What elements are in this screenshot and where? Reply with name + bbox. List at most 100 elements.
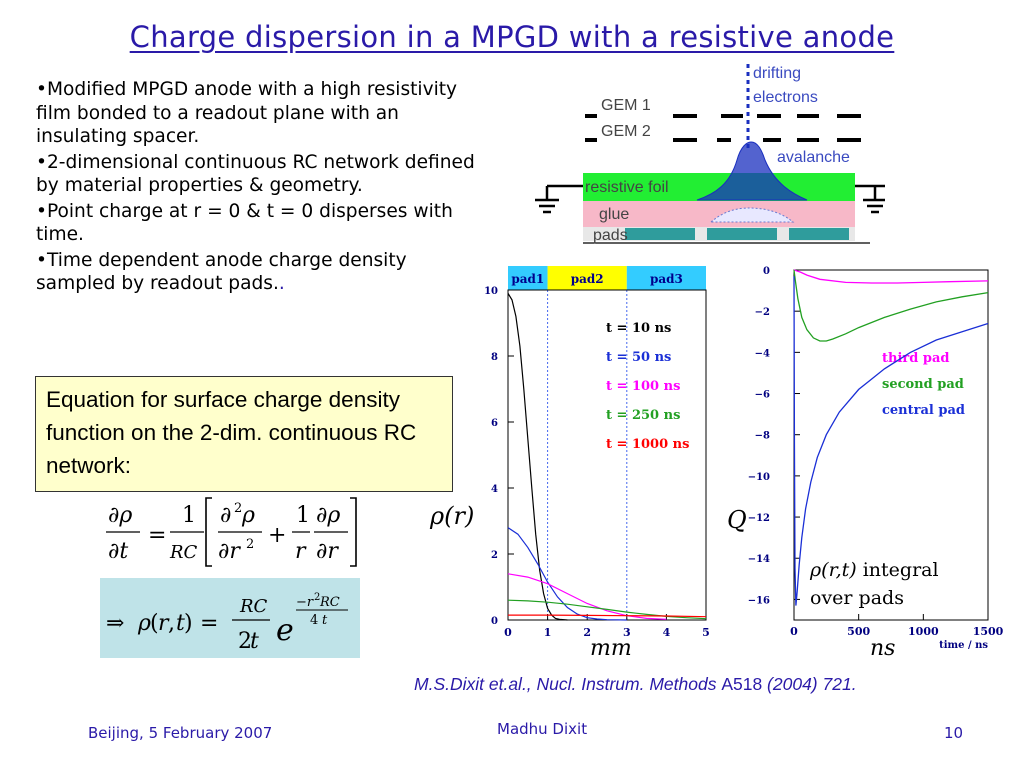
bullet-item: •Time dependent anode charge density sam… [36, 249, 476, 296]
x-tick-label: 1000 [908, 625, 939, 638]
pad [707, 228, 777, 240]
svg-text:∂ρ: ∂ρ [316, 503, 340, 528]
x-tick-label: 0 [790, 625, 798, 638]
x-tick-label: 0 [504, 626, 512, 639]
avalanche-shape [696, 141, 808, 201]
slide-title: Charge dispersion in a MPGD with a resis… [129, 20, 895, 54]
right-x-unit-label: ns [870, 636, 896, 661]
svg-text:ρ: ρ [241, 503, 255, 528]
svg-text:t: t [176, 611, 185, 636]
series-line [793, 269, 989, 284]
svg-text:4: 4 [310, 613, 318, 628]
series-line [507, 573, 667, 620]
x-tick-label: 500 [847, 625, 870, 638]
legend-entry: t = 10 ns [606, 321, 671, 336]
legend-entry: t = 100 ns [606, 379, 680, 394]
integral-annotation: ρ(r,t) integral over pads [810, 556, 939, 612]
avalanche-label: avalanche [777, 149, 850, 166]
annotation-rho: ρ(r,t) [810, 559, 857, 581]
electrons-label: electrons [753, 89, 818, 106]
svg-text:RC: RC [239, 596, 268, 617]
legend-entry: third pad [882, 351, 949, 366]
svg-text:2: 2 [234, 501, 242, 516]
y-tick-label: −4 [755, 348, 770, 359]
svg-text:ρ: ρ [137, 611, 151, 636]
svg-text:,: , [168, 611, 175, 636]
series-line [508, 614, 707, 618]
svg-text:e: e [276, 613, 294, 648]
legend-entry: t = 1000 ns [606, 437, 689, 452]
dispersed-charge [709, 207, 795, 223]
pad-band-label: pad3 [650, 272, 683, 286]
bullet-item: •Modified MPGD anode with a high resisti… [36, 79, 458, 147]
series-line [507, 527, 627, 621]
svg-text:1: 1 [296, 503, 310, 528]
pad-band [626, 266, 706, 290]
svg-text:∂: ∂ [220, 503, 231, 528]
ground-symbol-left [535, 184, 583, 214]
pads-label: pads [593, 227, 628, 244]
x-tick-label: 5 [702, 626, 710, 639]
svg-text:∂ρ: ∂ρ [108, 503, 132, 528]
x-tick-label: 3 [623, 626, 631, 639]
glue-layer [583, 201, 855, 227]
y-tick-label: 0 [763, 266, 770, 277]
footer-author: Madhu Dixit [497, 720, 588, 738]
pad-band-label: pad1 [511, 272, 544, 286]
citation-authors: M.S.Dixit et.al., Nucl. Instrum. Methods [414, 674, 722, 694]
x-axis-title: time / ns [939, 640, 988, 650]
svg-text:RC: RC [319, 595, 340, 610]
y-tick-label: −8 [755, 431, 770, 442]
svg-text:2: 2 [246, 537, 254, 552]
plot-frame [507, 289, 707, 621]
svg-text:=: = [148, 523, 166, 548]
equation-callout: Equation for surface charge density func… [35, 376, 453, 492]
y-tick-label: −14 [748, 554, 770, 565]
citation-rest: (2004) 721. [762, 674, 857, 694]
svg-text:∂r: ∂r [218, 539, 241, 564]
y-tick-label: 6 [491, 418, 498, 429]
detector-schematic: drifting electrons GEM 1 GEM 2 avalanche… [535, 64, 885, 244]
y-tick-label: −6 [755, 390, 770, 401]
slide-number: 10 [944, 724, 964, 742]
left-x-axis-label: mm [590, 636, 632, 661]
x-tick-label: 2 [583, 626, 591, 639]
pad-band-label: pad2 [571, 272, 604, 286]
svg-text:2: 2 [314, 592, 320, 603]
bullet-period: . [278, 273, 285, 294]
svg-text:r: r [295, 539, 307, 564]
svg-text:(: ( [150, 611, 159, 636]
annotation-over-pads: over pads [810, 587, 904, 609]
svg-text:∂r: ∂r [316, 539, 339, 564]
pad [625, 228, 695, 240]
svg-text:RC: RC [169, 542, 198, 563]
pad-band [508, 266, 548, 290]
svg-text:−r: −r [296, 595, 314, 610]
x-tick-label: 4 [663, 626, 671, 639]
gem2-label: GEM 2 [601, 123, 651, 140]
svg-text:+: + [268, 523, 286, 548]
legend-entry: t = 250 ns [606, 408, 680, 423]
svg-text:t: t [322, 613, 328, 628]
bullet-item: •Point charge at r = 0 & t = 0 disperses… [36, 200, 453, 246]
pad [789, 228, 849, 240]
svg-text:): ) [184, 611, 193, 636]
y-tick-label: −12 [748, 513, 770, 524]
bullet-text: •Time dependent anode charge density sam… [36, 249, 407, 295]
y-tick-label: 10 [484, 286, 498, 297]
legend-entry: t = 50 ns [606, 350, 671, 365]
y-tick-label: 0 [491, 616, 498, 627]
series-line [507, 599, 707, 620]
svg-text:t: t [250, 629, 259, 654]
y-tick-label: −2 [755, 307, 770, 318]
y-tick-label: −16 [748, 595, 770, 606]
glue-label: glue [599, 206, 629, 223]
legend-entry: second pad [882, 377, 964, 392]
resistive-foil-label: resistive foil [585, 179, 669, 196]
svg-text:=: = [200, 611, 218, 636]
bullet-list: •Modified MPGD anode with a high resisti… [36, 78, 476, 298]
citation: M.S.Dixit et.al., Nucl. Instrum. Methods… [414, 674, 857, 695]
